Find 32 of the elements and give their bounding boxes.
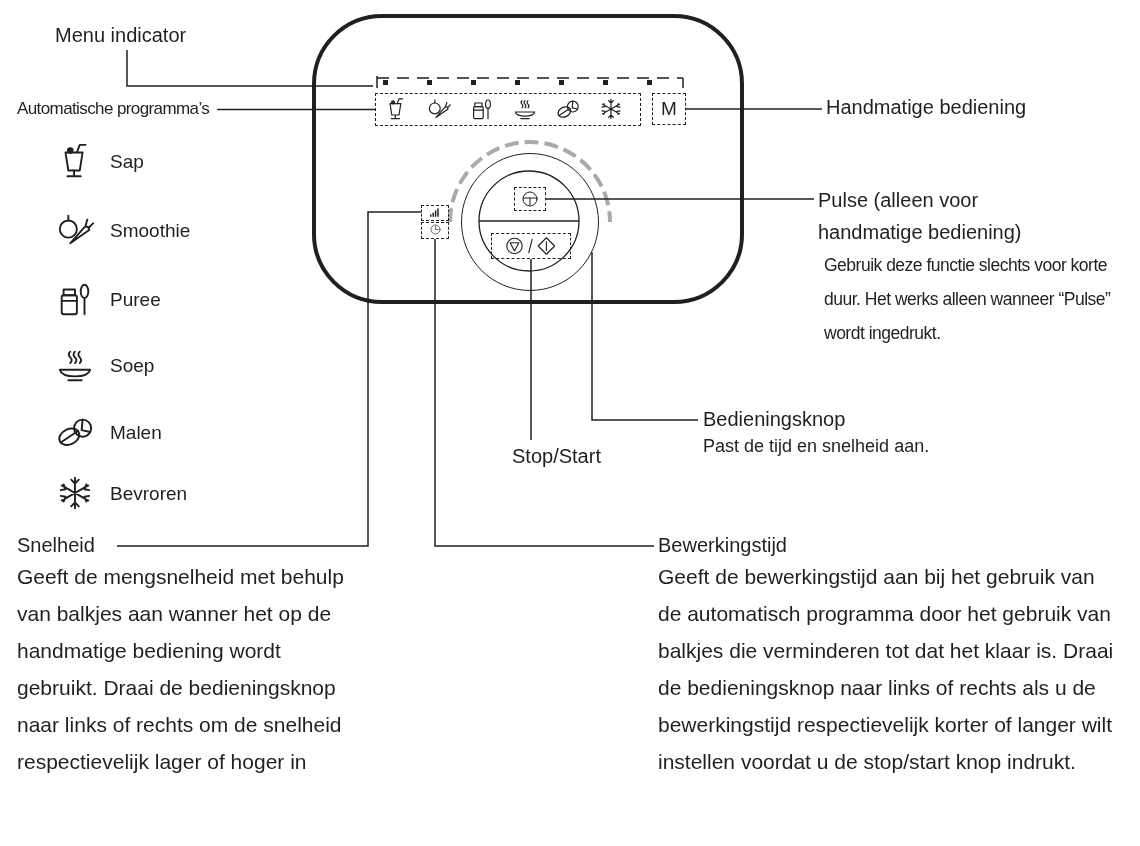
callout-label: Bewerkingstijd (658, 533, 788, 558)
leader-line (126, 49, 374, 87)
leader-line (116, 211, 422, 547)
legend-label: Sap (110, 150, 144, 174)
legend-label: Malen (110, 421, 162, 445)
legend-label: Puree (110, 288, 161, 312)
pulse-button (514, 187, 546, 211)
leader-line (545, 198, 815, 200)
mode-button: M (652, 93, 686, 125)
leader-line (685, 108, 823, 110)
description-text: Gebruik deze functie slechts voor korte duur. Het werks alleen wanneer “Pulse” wordt ingedrukt. (824, 254, 1112, 345)
legend-label: Soep (110, 354, 155, 378)
callout-label: Handmatige bediening (826, 94, 1027, 120)
leader-line (216, 108, 376, 111)
leader-line (434, 238, 655, 547)
callout-label: Pulse (alleen voor handmatige bediening) (818, 188, 1023, 245)
callout-label: Menu indicator (55, 22, 187, 48)
legend-label: Smoothie (110, 219, 191, 243)
description-text: Geeft de mengsnelheid met behulp van balkjes aan wanner het op de handmatige bediening wordt gebruikt. Draai de bedieningsknop naar links of rechts om de snelheid respectievelijk lager of hoger in (17, 564, 345, 775)
leader-line (530, 258, 532, 441)
legend-label: Bevroren (110, 482, 188, 506)
indicator-box (421, 205, 449, 221)
description-text: Past de tijd en snelheid aan. (703, 435, 931, 458)
indicator-box (421, 222, 449, 239)
callout-label: Stop/Start (512, 443, 601, 469)
callout-label: Bedieningsknop (703, 407, 847, 432)
stop-start-button (491, 233, 571, 259)
callout-label: Snelheid (17, 533, 96, 558)
program-icon-row (375, 93, 641, 126)
callout-label: Automatische programma’s (17, 96, 210, 122)
leader-line (591, 251, 699, 421)
description-text: Geeft de bewerkingstijd aan bij het gebruik van de automatisch programma door het gebruik van balkjes die verminderen tot dat het klaar is. Draai de bedieningsknop naar links of rechts als u de bewerkingstijd respectievelijk korter of langer wilt instellen voordat u de stop/start knop indrukt. (658, 564, 1115, 775)
